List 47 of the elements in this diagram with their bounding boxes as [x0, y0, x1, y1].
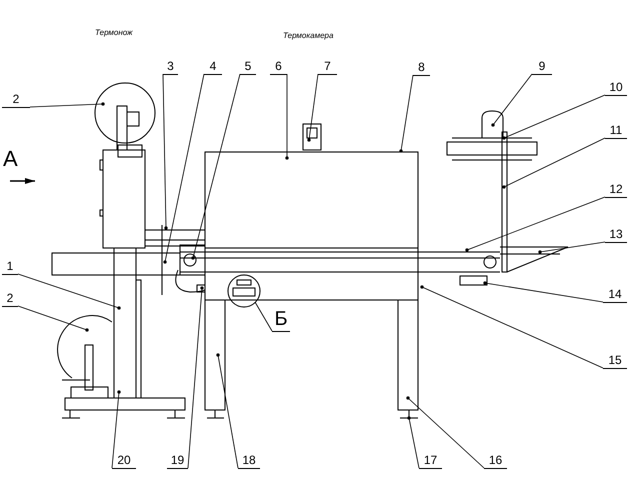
callout-number: 1 — [2, 259, 18, 275]
leader-line — [483, 281, 604, 302]
callout-number: 11 — [605, 123, 627, 139]
callout-number: 4 — [204, 59, 222, 75]
leader-line — [188, 286, 204, 468]
section-label: Термонож — [95, 28, 133, 37]
callout-number: 10 — [605, 80, 627, 96]
callout-number: 13 — [605, 227, 627, 243]
callout-number: 17 — [419, 453, 442, 469]
leader-line — [254, 302, 272, 332]
leader-line — [18, 306, 89, 332]
leader-line — [502, 94, 606, 140]
callout-number: 5 — [240, 59, 256, 75]
callout-number: 3 — [163, 59, 178, 75]
callout-number: 19 — [167, 453, 188, 469]
callout-number: 9 — [532, 59, 552, 75]
leader-line — [285, 74, 289, 160]
callout-number: 18 — [238, 453, 260, 469]
callout-number: 2 — [2, 92, 30, 108]
leader-line — [399, 74, 414, 153]
leader-line — [538, 242, 606, 254]
leader-line — [163, 74, 204, 264]
callout-number: 6 — [270, 59, 287, 75]
leader-line — [216, 353, 238, 468]
leader-line — [307, 74, 318, 142]
callout-number: 16 — [484, 453, 507, 469]
callout-number: 8 — [413, 60, 430, 76]
leader-line — [465, 196, 606, 252]
view-label: А — [3, 146, 18, 172]
leader-line — [112, 390, 121, 468]
callout-number: 15 — [603, 353, 627, 369]
leader-line — [502, 138, 606, 189]
leader-line — [191, 74, 240, 260]
leader-line — [30, 102, 105, 108]
callout-number: 20 — [112, 453, 136, 469]
callout-number: 12 — [605, 182, 627, 198]
section-label: Термокамера — [283, 31, 334, 40]
leader-line — [420, 285, 604, 368]
leader-line — [491, 74, 532, 127]
callout-number: 14 — [603, 287, 627, 303]
callout-number: Б — [272, 308, 290, 332]
callout-number: 7 — [318, 59, 337, 75]
leader-line — [18, 274, 121, 310]
callout-number: 2 — [2, 291, 18, 307]
leader-line — [407, 416, 420, 468]
leader-line — [406, 396, 484, 468]
leader-line — [162, 74, 168, 230]
